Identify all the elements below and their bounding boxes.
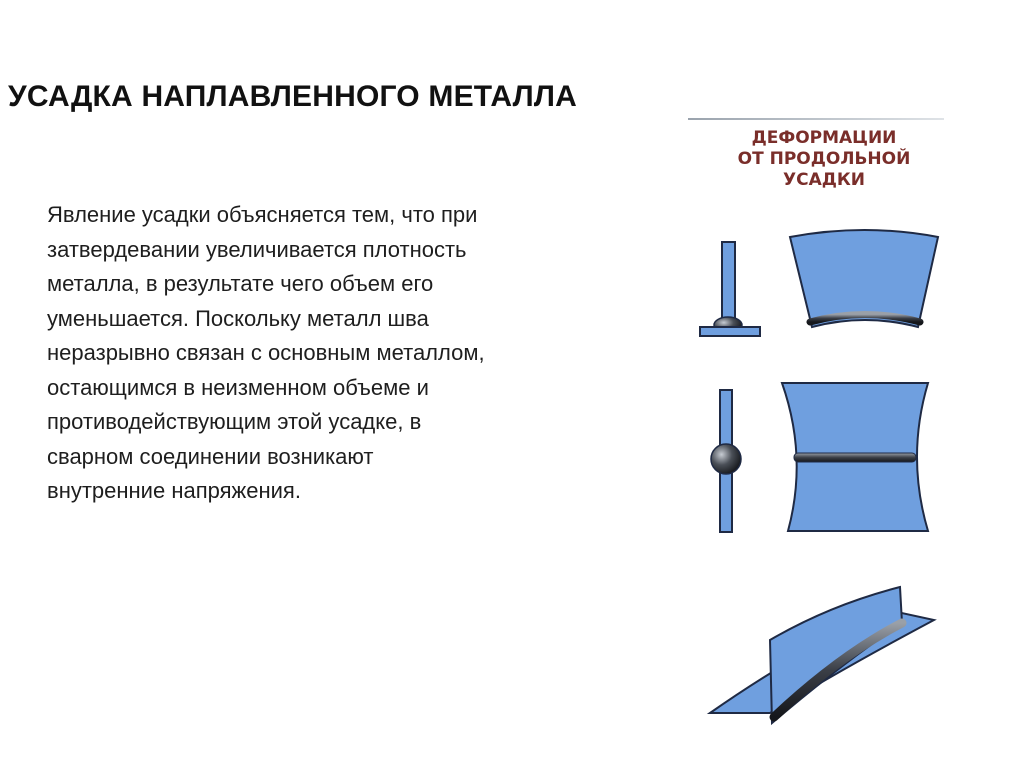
paragraph-line: внутренние напряжения. xyxy=(47,478,301,503)
caption-line: ДЕФОРМАЦИИ xyxy=(751,128,897,148)
caption-line: УСАДКИ xyxy=(782,170,865,190)
body-paragraph: Явление усадки объясняется тем, что при … xyxy=(47,198,647,509)
paragraph-line: неразрывно связан с основным металлом, xyxy=(47,340,485,365)
t-joint-section xyxy=(699,241,761,337)
paragraph-line: противодействующим этой усадке, в xyxy=(47,409,422,434)
paragraph-line: уменьшается. Поскольку металл шва xyxy=(47,305,429,331)
figure-caption: ДЕФОРМАЦИИ ОТ ПРОДОЛЬНОЙ УСАДКИ xyxy=(726,128,922,191)
paragraph-line: сварном соединении возникают xyxy=(47,443,374,469)
slide-title: УСАДКА НАПЛАВЛЕННОГО МЕТАЛЛА xyxy=(8,80,578,113)
paragraph-line: Явление усадки объясняется тем, что при xyxy=(47,202,478,227)
pinched-plate-middle xyxy=(780,382,930,532)
bent-plate-top xyxy=(788,229,940,329)
paragraph-line: остающимся в неизменном объеме и xyxy=(47,374,429,400)
caption-line: ОТ ПРОДОЛЬНОЙ xyxy=(737,149,911,169)
butt-joint-section xyxy=(710,389,742,533)
paragraph-line: затвердевании увеличивается плотность xyxy=(47,236,467,262)
shrinkage-illustration xyxy=(699,229,940,726)
curved-t-beam xyxy=(706,585,937,726)
title-divider xyxy=(688,118,944,120)
paragraph-line: металла, в результате чего объем его xyxy=(47,271,434,296)
